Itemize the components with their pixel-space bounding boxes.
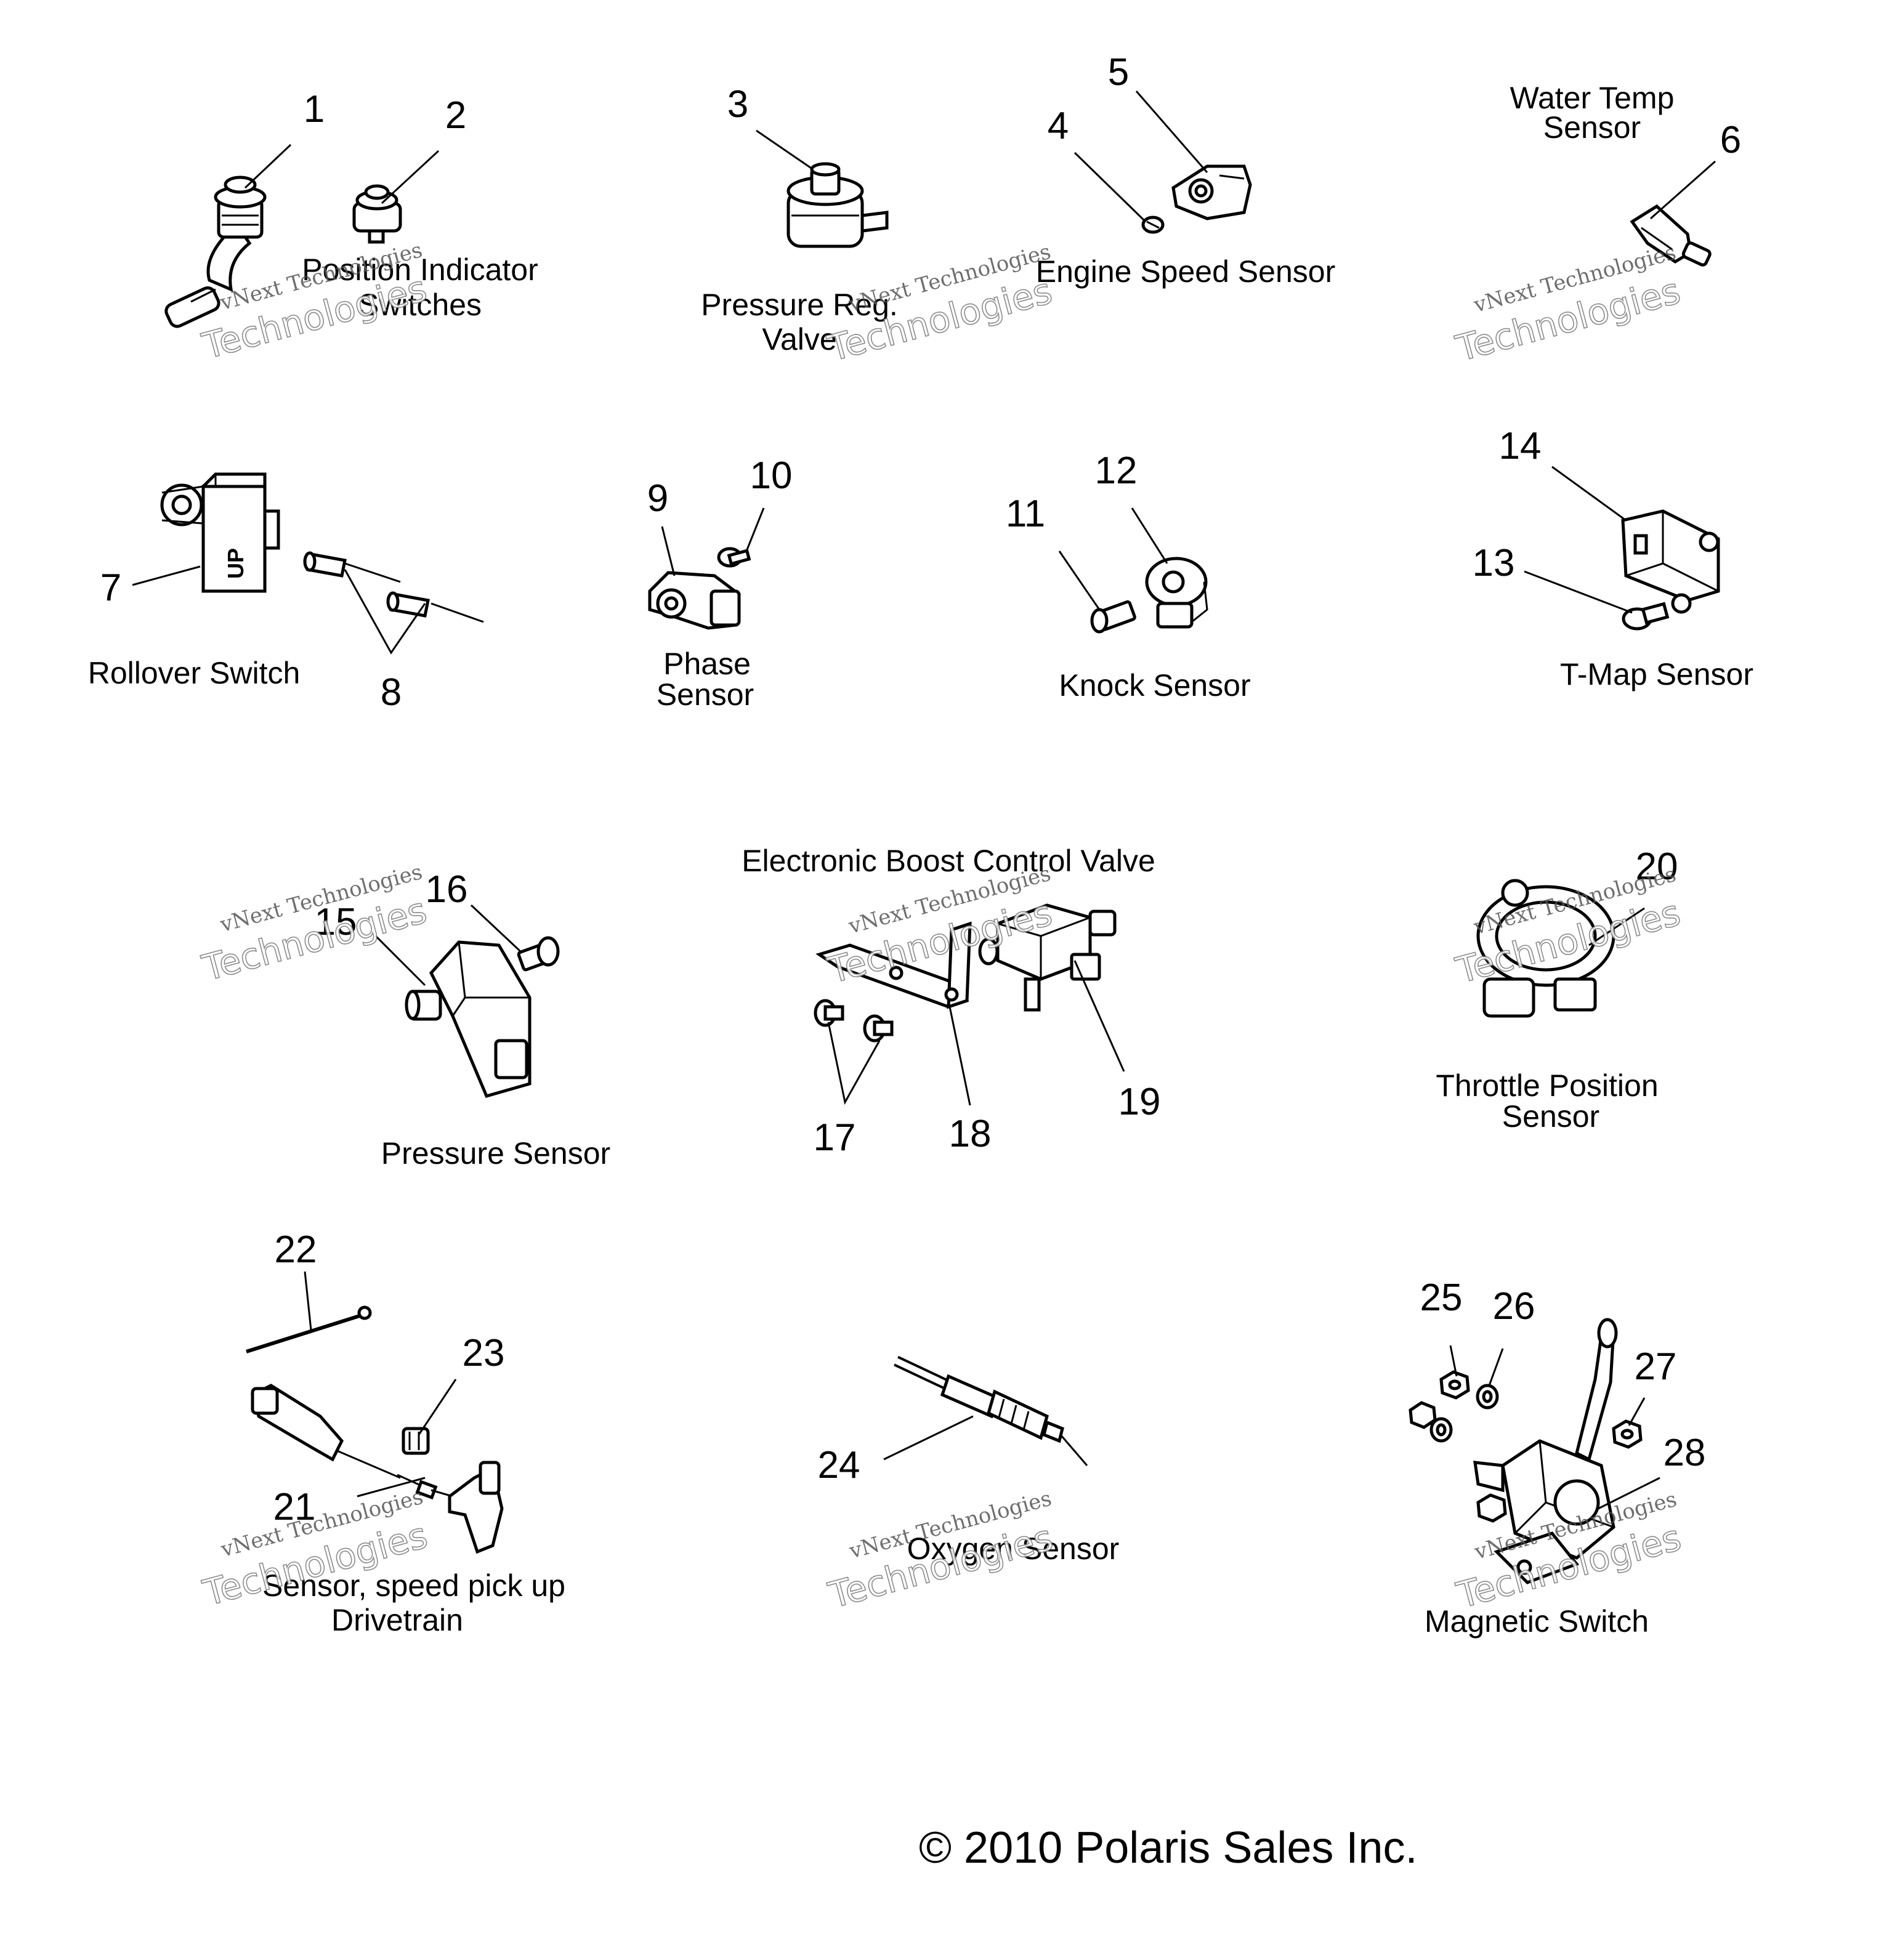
callout-10: 10	[750, 454, 793, 497]
callout-24: 24	[818, 1444, 860, 1486]
callout-28: 28	[1664, 1432, 1706, 1474]
group-labels: Position Indicator Switches Pressure Reg…	[88, 81, 1753, 1639]
knock-sensor-part-12	[1145, 557, 1208, 629]
cable-tie-part-22	[246, 1305, 372, 1353]
bolt-part-13	[1622, 602, 1670, 631]
watermark-3: vNext Technologies Technologies	[1451, 240, 1685, 370]
screw-part-10	[717, 547, 751, 568]
engine-speed-sensor-part-5	[1171, 164, 1252, 220]
knock-sensor-label: Knock Sensor	[1059, 668, 1250, 703]
rollover-switch-part-7: UP	[160, 472, 280, 593]
callout-15: 15	[315, 901, 357, 943]
tmap-sensor-label: T-Map Sensor	[1560, 657, 1753, 692]
bracket-part-18	[815, 921, 972, 1009]
callout-27: 27	[1635, 1345, 1677, 1388]
nut-part-27	[1612, 1419, 1643, 1449]
pressure-reg-label-line1: Pressure Reg.	[701, 288, 898, 322]
rivet-part-8	[303, 551, 484, 623]
watermark-4: vNext Technologies Technologies	[197, 860, 431, 990]
phase-sensor-part-9	[648, 571, 741, 630]
callout-12: 12	[1095, 450, 1138, 492]
bolt-part-11	[1090, 600, 1136, 634]
screw-part-16	[517, 936, 560, 972]
throttle-sensor-part-20	[1476, 879, 1615, 1018]
callout-20: 20	[1636, 845, 1678, 888]
callout-7: 7	[100, 567, 121, 609]
watermark-2: vNext Technologies Technologies	[823, 240, 1057, 370]
callout-22: 22	[275, 1228, 317, 1271]
position-indicator-label-line1: Position Indicator	[302, 252, 538, 287]
phase-sensor-label-line1: Phase	[663, 647, 751, 681]
tmap-sensor-part-14	[1621, 509, 1720, 614]
callout-6: 6	[1720, 119, 1741, 161]
callout-2: 2	[445, 94, 466, 137]
bolt-part-23	[402, 1427, 430, 1455]
callout-25: 25	[1420, 1276, 1463, 1319]
callout-18: 18	[949, 1113, 992, 1155]
magnetic-switch-part-28	[1473, 1318, 1618, 1584]
water-temp-label-line2: Sensor	[1543, 110, 1641, 145]
pressure-sensor-label: Pressure Sensor	[381, 1136, 610, 1171]
oxygen-sensor-label: Oxygen Sensor	[907, 1531, 1120, 1566]
boost-valve-part-19	[978, 903, 1117, 1012]
water-temp-label-line1: Water Temp	[1510, 81, 1675, 115]
position-switch-part-2	[352, 184, 402, 244]
pressure-sensor-part-15	[405, 940, 532, 1099]
position-indicator-label-line2: Switches	[358, 288, 482, 322]
callout-3: 3	[727, 83, 748, 126]
water-temp-sensor-part-6	[1630, 204, 1712, 267]
callout-1: 1	[304, 88, 325, 131]
callout-9: 9	[647, 477, 668, 520]
throttle-position-label-line1: Throttle Position	[1436, 1068, 1658, 1103]
throttle-position-label-line2: Sensor	[1502, 1099, 1599, 1134]
speed-pickup-label-line1: Sensor, speed pick up	[262, 1568, 565, 1603]
pressure-regulator-part-3	[786, 162, 889, 248]
speed-pickup-part-21	[251, 1384, 504, 1554]
leader-lines	[132, 91, 1716, 1510]
callout-11: 11	[1006, 493, 1045, 535]
pressure-reg-label-line2: Valve	[762, 322, 836, 357]
callout-13: 13	[1473, 542, 1515, 584]
callout-19: 19	[1118, 1081, 1161, 1123]
callout-26: 26	[1493, 1285, 1535, 1328]
callout-5: 5	[1108, 51, 1129, 94]
callout-14: 14	[1499, 425, 1542, 467]
nuts-washers-part-25-26	[1409, 1370, 1499, 1443]
callout-17: 17	[814, 1116, 856, 1159]
engine-speed-sensor-label: Engine Speed Sensor	[1036, 254, 1335, 289]
screws-part-17	[814, 999, 894, 1043]
rollover-up-marking: UP	[223, 548, 248, 579]
magnetic-switch-label: Magnetic Switch	[1425, 1604, 1649, 1639]
boost-control-valve-label: Electronic Boost Control Valve	[742, 844, 1155, 878]
callout-16: 16	[426, 868, 468, 911]
oxygen-sensor-part-24	[894, 1355, 1088, 1466]
position-switch-part-1	[164, 175, 267, 328]
copyright-notice: © 2010 Polaris Sales Inc.	[919, 1823, 1417, 1873]
callout-numbers: 1 2 3 4 5 6 7 8 9 10 11 12 13 14 15 16 1…	[100, 51, 1741, 1528]
speed-pickup-label-line2: Drivetrain	[331, 1603, 463, 1637]
screw-part-4	[1141, 216, 1165, 234]
watermark-8: vNext Technologies Technologies	[823, 1486, 1057, 1616]
callout-23: 23	[463, 1332, 505, 1374]
callout-8: 8	[381, 671, 402, 714]
phase-sensor-label-line2: Sensor	[657, 677, 754, 712]
callout-21: 21	[273, 1486, 316, 1528]
rollover-switch-label: Rollover Switch	[88, 656, 301, 690]
callout-4: 4	[1048, 105, 1069, 147]
